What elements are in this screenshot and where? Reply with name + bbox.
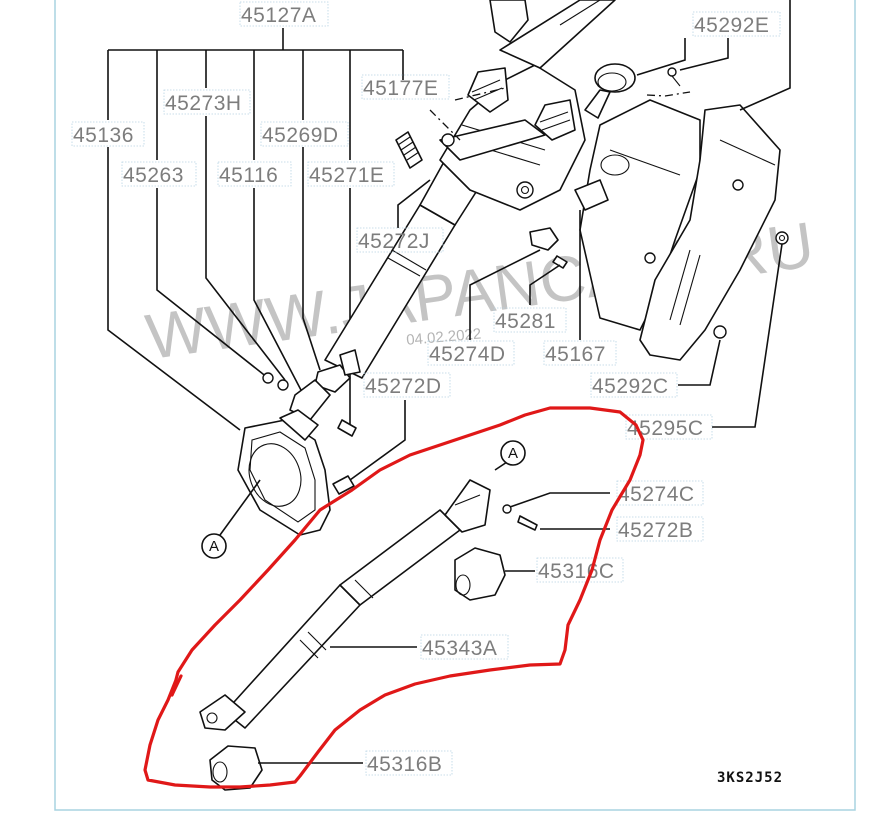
red-annotation-outline [143, 406, 645, 789]
clip-45295C [775, 231, 789, 245]
svg-text:45177E: 45177E [363, 77, 438, 100]
leader-A-upper [219, 479, 261, 536]
pivot-bolt [441, 133, 455, 147]
bolt-45272D [332, 475, 355, 495]
red-annotation-tick [170, 674, 183, 697]
svg-text:45316C: 45316C [538, 560, 615, 583]
label-45316B[interactable]: 45316B [365, 750, 453, 776]
label-45295C[interactable]: 45295C [625, 414, 713, 440]
label-45272B[interactable]: 45272B [616, 516, 704, 542]
column-cover-upper [639, 104, 781, 361]
label-45272J[interactable]: 45272J [356, 227, 444, 253]
label-45343A[interactable]: 45343A [420, 634, 509, 660]
spring-part [395, 87, 506, 169]
label-45127A[interactable]: 45127A [239, 1, 329, 27]
label-45269D[interactable]: 45269D [260, 121, 349, 147]
column-cover-lower [574, 99, 701, 331]
label-45316C[interactable]: 45316C [536, 557, 624, 583]
label-45272D[interactable]: 45272D [363, 372, 451, 398]
svg-text:45292C: 45292C [592, 375, 669, 398]
part-labels: 45127A 45136 45273H 45263 45116 45269D 4… [71, 1, 781, 776]
intermediate-shaft [199, 479, 491, 731]
label-45167[interactable]: 45167 [543, 340, 617, 366]
bolt-45272B [517, 515, 538, 531]
svg-text:45343A: 45343A [422, 637, 497, 660]
svg-text:45281: 45281 [495, 310, 556, 333]
svg-text:45272D: 45272D [365, 375, 442, 398]
label-45292E[interactable]: 45292E [692, 11, 781, 37]
svg-text:45271E: 45271E [309, 164, 384, 187]
diagram-frame [54, 0, 856, 811]
svg-text:45273H: 45273H [165, 92, 242, 115]
svg-text:45272B: 45272B [618, 519, 693, 542]
svg-text:45316B: 45316B [367, 753, 442, 776]
leader-lines [258, 0, 791, 764]
svg-text:A: A [209, 538, 219, 555]
nut-45274C [502, 504, 512, 514]
svg-text:45116: 45116 [219, 164, 278, 187]
dust-cover [237, 409, 331, 536]
svg-text:45269D: 45269D [262, 124, 339, 147]
column-lower-joint [262, 349, 361, 421]
label-45177E[interactable]: 45177E [361, 74, 450, 100]
label-45281[interactable]: 45281 [493, 307, 567, 333]
label-45274C[interactable]: 45274C [616, 480, 704, 506]
svg-text:45274D: 45274D [429, 343, 506, 366]
svg-text:45136: 45136 [73, 124, 134, 147]
label-45292C[interactable]: 45292C [590, 372, 678, 398]
svg-text:45167: 45167 [545, 343, 606, 366]
label-45271E[interactable]: 45271E [307, 161, 395, 187]
svg-text:45263: 45263 [123, 164, 184, 187]
svg-text:45295C: 45295C [627, 417, 704, 440]
steering-column-upper [324, 0, 636, 379]
svg-text:A: A [508, 445, 518, 462]
label-45263[interactable]: 45263 [121, 161, 197, 187]
date-stamp: 04.02.2022 [406, 325, 482, 348]
bushing-45316B [209, 745, 263, 791]
svg-text:45272J: 45272J [358, 230, 430, 253]
leader-tree-45127A [107, 28, 404, 431]
label-45136[interactable]: 45136 [71, 121, 145, 147]
diagram-code: 3KS2J52 [717, 770, 783, 786]
bracket-45274D [529, 227, 568, 269]
bushing-45316C [454, 547, 506, 601]
svg-text:45292E: 45292E [694, 14, 769, 37]
screw-45292E [646, 67, 691, 97]
svg-text:45274C: 45274C [618, 483, 695, 506]
label-45274D[interactable]: 45274D [427, 340, 515, 366]
reference-marker-A-lower: A [500, 440, 526, 466]
label-45273H[interactable]: 45273H [163, 89, 251, 115]
clip-45292C [713, 325, 727, 339]
svg-text:45127A: 45127A [241, 4, 316, 27]
label-45116[interactable]: 45116 [217, 161, 292, 187]
reference-marker-A-upper: A [201, 533, 227, 559]
bolt-45271E [337, 419, 357, 437]
